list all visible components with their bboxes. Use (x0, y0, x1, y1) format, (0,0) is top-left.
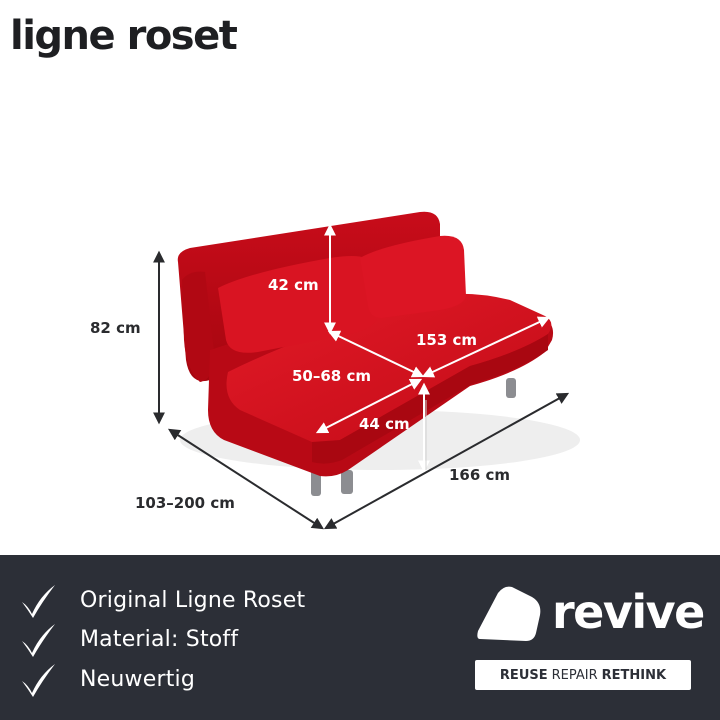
dim-label-back-height: 42 cm (268, 276, 319, 294)
sofa-cushion-right (360, 235, 466, 318)
revive-logo-text: revive (552, 585, 705, 639)
dim-label-width: 166 cm (449, 466, 511, 484)
sofa-cushion-left (218, 256, 378, 353)
dim-label-depth: 103–200 cm (135, 494, 235, 512)
checkmark-icon (22, 624, 55, 657)
feature-label: Original Ligne Roset (80, 587, 306, 613)
product-illustration: 82 cm 42 cm 153 cm 50–68 cm 44 cm 166 cm… (90, 211, 580, 530)
dim-label-seat-height: 44 cm (359, 415, 410, 433)
feature-item: Neuwertig (18, 659, 195, 699)
dim-line-seat-width (421, 316, 551, 378)
tagline-reuse: REUSE (499, 667, 548, 683)
sofa-leg-front-right (341, 470, 353, 494)
feature-label: Neuwertig (80, 666, 196, 692)
revive-tagline: REUSE REPAIR RETHINK (475, 660, 691, 690)
dim-line-depth (167, 428, 325, 530)
dim-label-seat-depth: 50–68 cm (292, 367, 371, 385)
footer-banner (0, 555, 720, 720)
revive-logo-icon (477, 586, 541, 641)
dim-line-seat-front (315, 378, 423, 434)
feature-label: Material: Stoff (80, 626, 239, 652)
feature-item: Material: Stoff (18, 619, 238, 659)
brand-logo-text: ligne roset (10, 13, 238, 59)
feature-item: Original Ligne Roset (18, 580, 305, 620)
tagline-rethink: RETHINK (601, 667, 667, 683)
sofa-leg-back-right (506, 378, 516, 398)
tagline-repair: REPAIR (551, 667, 598, 683)
dim-label-seat-width: 153 cm (416, 331, 478, 349)
sofa-drawing (153, 211, 580, 530)
dim-line-seat-depth (327, 330, 425, 378)
dim-line-width (323, 392, 570, 530)
checkmark-icon (22, 664, 55, 697)
checkmark-icon (22, 585, 55, 618)
dim-label-height: 82 cm (90, 319, 141, 337)
sofa-backrest-fold (182, 271, 215, 382)
